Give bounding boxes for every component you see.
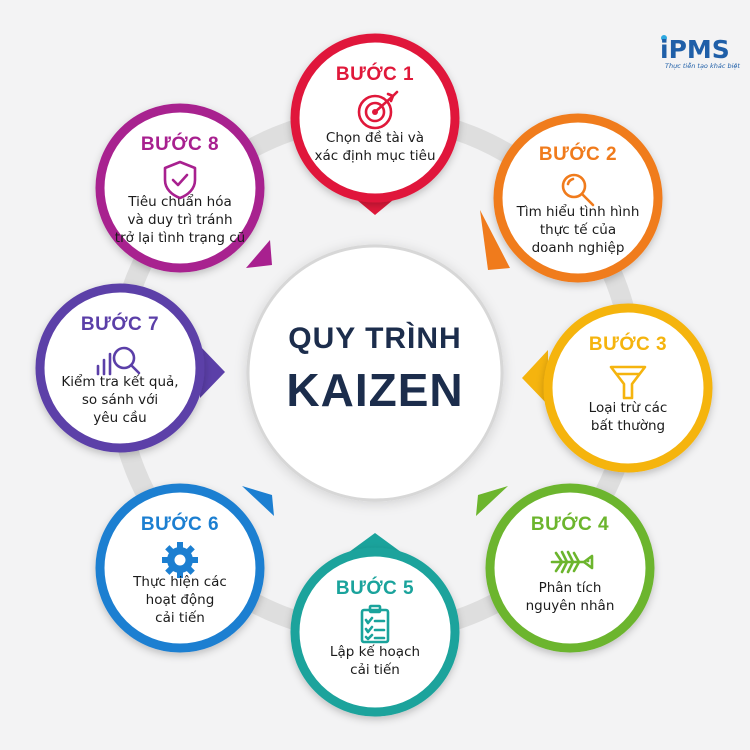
step-desc-line: nguyên nhân [526,598,615,614]
step-title: BƯỚC 2 [539,143,617,165]
gear-icon [162,542,198,578]
center-title-line1: QUY TRÌNH [288,321,461,355]
step-circle [290,33,460,203]
step-title: BƯỚC 1 [336,63,414,85]
step-7: BƯỚC 7 Kiểm tra kết quả, so sánh với yêu cầ… [35,283,225,453]
step-title: BƯỚC 3 [589,333,667,355]
step-circle [543,303,713,473]
step-desc-line: bất thường [591,418,665,434]
step-desc-line: hoạt động [146,592,215,608]
step-desc-line: Chọn đề tài và [326,129,424,146]
center-circle: QUY TRÌNH KAIZEN [246,244,504,502]
step-desc-line: Tiêu chuẩn hóa [127,193,231,210]
step-8: BƯỚC 8 Tiêu chuẩn hóa và duy trì tránh trở … [95,103,272,273]
step-desc-line: yêu cầu [93,410,146,426]
step-desc-line: Loại trừ các [589,400,668,416]
logo: iPMS Thực tiễn tạo khác biệt [660,35,740,70]
checklist-icon [360,604,390,644]
step-desc-line: trở lại tình trạng cũ [115,230,245,246]
step-desc-line: Lập kế hoạch [330,643,420,660]
center-title-line2: KAIZEN [286,364,463,416]
step-desc-line: doanh nghiệp [532,240,625,256]
step-title: BƯỚC 6 [141,513,219,535]
step-pointer [200,346,225,398]
step-circle [290,547,460,717]
step-circle [95,103,265,273]
magnifier-icon [561,173,595,207]
logo-text: iPMS [660,35,730,64]
shield-check-icon [163,160,197,200]
step-pointer [242,486,274,516]
step-desc-line: Thực hiện các [132,574,227,590]
step-desc-line: Kiểm tra kết quả, [61,373,178,390]
step-1: BƯỚC 1 Chọn đề tài và xác định mục tiêu [290,33,460,215]
step-3: BƯỚC 3 Loại trừ các bất thường [522,303,713,473]
step-circle [493,113,663,283]
step-desc-line: thực tế của [540,221,616,238]
step-pointer [522,350,548,405]
step-desc-line: và duy trì tránh [127,212,232,228]
step-desc-line: cải tiến [350,661,400,678]
fishbone-icon [550,550,594,574]
step-title: BƯỚC 5 [336,577,414,599]
step-title: BƯỚC 8 [141,133,219,155]
step-4: BƯỚC 4 Phân tích nguyên nhân [476,483,655,653]
step-desc-line: Tìm hiểu tình hình [516,203,640,220]
logo-tagline: Thực tiễn tạo khác biệt [665,61,740,70]
step-pointer [476,486,508,516]
chart-search-icon [96,346,141,376]
step-title: BƯỚC 7 [81,313,159,335]
funnel-icon [609,365,647,400]
step-desc-line: Phân tích [539,580,602,596]
target-icon [357,90,399,130]
step-desc-line: xác định mục tiêu [314,148,435,164]
logo-dot-icon [661,35,667,41]
step-pointer [480,210,510,270]
step-title: BƯỚC 4 [531,513,609,535]
step-desc-line: so sánh với [82,392,158,408]
step-desc-line: cải tiến [155,609,205,626]
step-pointer [246,240,272,268]
